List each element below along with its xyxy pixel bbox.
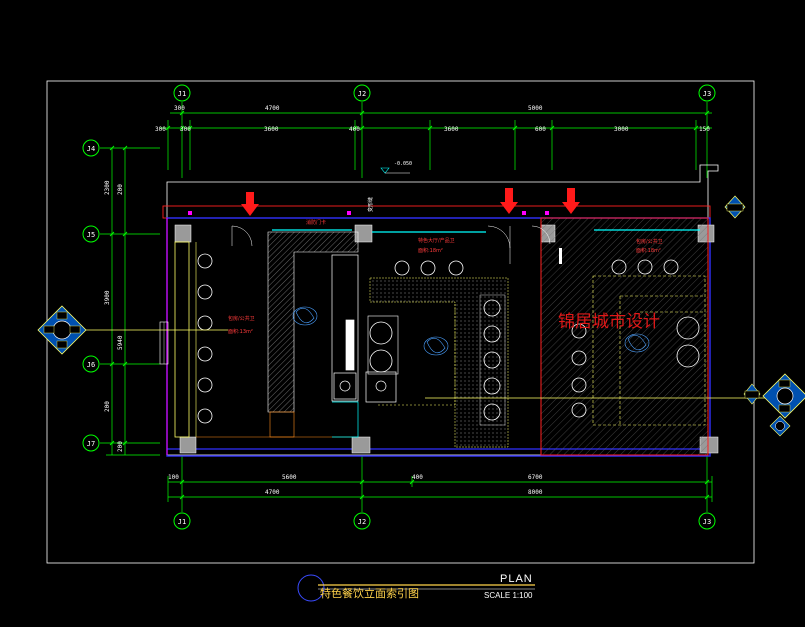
- svg-text:J6: J6: [87, 361, 95, 369]
- drawing-title: 特色餐饮立面索引图: [320, 586, 419, 600]
- dim-left-2: 5940: [117, 335, 124, 350]
- dim-top-r2-0: 300: [155, 126, 166, 133]
- dim-top-r1-1: 4700: [265, 105, 280, 112]
- partition-wall: [196, 229, 359, 438]
- room-area-middle: 面积:18m²: [418, 247, 443, 254]
- index-symbol-left: [37, 305, 87, 355]
- dim-top-r2-2: 3600: [264, 126, 279, 133]
- svg-text:J3: J3: [703, 518, 711, 526]
- svg-text:J1: J1: [178, 518, 186, 526]
- svg-text:-0.050: -0.050: [394, 161, 412, 167]
- dim-bot-r2-1: 8000: [528, 489, 543, 496]
- svg-text:J7: J7: [87, 440, 95, 448]
- dim-left-0: 2300: [104, 180, 111, 195]
- dim-top-r1-2: 5000: [528, 105, 543, 112]
- dim-top-r2-1: 300: [180, 126, 191, 133]
- svg-text:J2: J2: [358, 90, 366, 98]
- dim-bot-r1-0: 100: [168, 474, 179, 481]
- index-symbol-top-right: [724, 195, 746, 219]
- svg-text:J5: J5: [87, 231, 95, 239]
- title-block: 特色餐饮立面索引图 PLAN SCALE 1:100: [297, 573, 535, 602]
- index-symbol-right: [743, 373, 805, 437]
- dim-bot-r1-2: 400: [412, 474, 423, 481]
- dim-bot-r2-0: 4700: [265, 489, 280, 496]
- plan-label: PLAN: [500, 573, 533, 585]
- axis-bubble-left-1: J4: [82, 139, 100, 157]
- dim-top-r2-7: 150: [699, 126, 710, 133]
- dim-top-r2-3: 400: [349, 126, 360, 133]
- axis-bubble-top-3: J3: [698, 84, 716, 102]
- dim-left-5: 200: [117, 441, 124, 452]
- svg-text:J2: J2: [358, 518, 366, 526]
- axis-bubble-left-2: J5: [82, 225, 100, 243]
- entrance-arrows: [241, 188, 580, 216]
- wash-area: [331, 254, 397, 438]
- dim-top-r2-5: 600: [535, 126, 546, 133]
- dim-top-r1-0: 300: [174, 105, 185, 112]
- dim-left-4: 200: [117, 184, 124, 195]
- dim-left-1: 3900: [104, 290, 111, 305]
- dim-top-r2-4: 3600: [444, 126, 459, 133]
- svg-text:J4: J4: [87, 145, 95, 153]
- annotation-door-label: 消防门卡: [306, 219, 326, 226]
- axis-bubble-bottom-2: J2: [353, 512, 371, 530]
- room-area-left: 面积:13m²: [228, 328, 253, 335]
- svg-text:J1: J1: [178, 90, 186, 98]
- scale-label: SCALE 1:100: [484, 591, 533, 600]
- axis-bubble-top-1: J1: [173, 84, 191, 102]
- axis-bubble-bottom-3: J3: [698, 512, 716, 530]
- room-area-right: 面积:18m²: [636, 247, 661, 254]
- room-label-left: 包房/公共卫: [228, 315, 255, 322]
- room-label-middle: 特色大厅/产品卫: [418, 237, 455, 244]
- magenta-markers: [188, 211, 549, 215]
- dimension-ticks: [109, 110, 710, 500]
- svg-text:J3: J3: [703, 90, 711, 98]
- dim-left-3: 200: [104, 401, 111, 412]
- left-room: [159, 225, 253, 438]
- room-label-right: 包房/公共卫: [636, 238, 663, 245]
- annotation-joint-label: 变形缝: [367, 197, 374, 212]
- dim-top-r2-6: 3000: [614, 126, 629, 133]
- axis-bubble-top-2: J2: [353, 84, 371, 102]
- axis-bubble-left-4: J7: [82, 434, 100, 452]
- axis-bubble-left-3: J6: [82, 355, 100, 373]
- right-room: [531, 217, 709, 456]
- level-marker: -0.050: [380, 161, 412, 174]
- dim-bot-r1-1: 5600: [282, 474, 297, 481]
- watermark-text: 锦居城市设计: [558, 312, 660, 332]
- axis-bubble-bottom-1: J1: [173, 512, 191, 530]
- elevation-index-lines: [72, 329, 768, 399]
- dim-bot-r1-3: 6700: [528, 474, 543, 481]
- bar-counter: [367, 225, 511, 448]
